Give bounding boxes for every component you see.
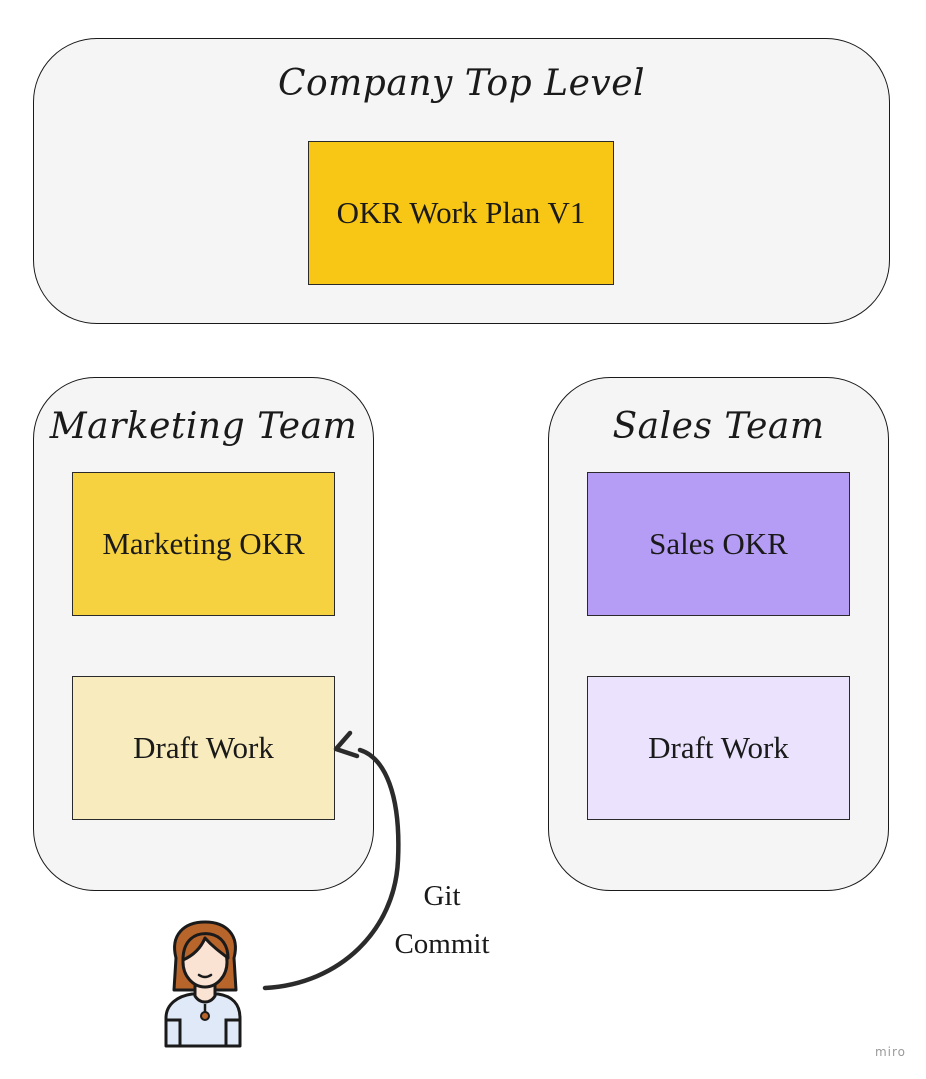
sales-okr-label: Sales OKR	[649, 526, 788, 561]
okr-work-plan-label: OKR Work Plan V1	[336, 195, 586, 230]
sales-frame-title: Sales Team	[612, 406, 825, 447]
connector-label: Git Commit	[372, 872, 512, 968]
okr-work-plan-sticky[interactable]: OKR Work Plan V1	[308, 141, 614, 285]
marketing-okr-sticky[interactable]: Marketing OKR	[72, 472, 335, 616]
brand-watermark: miro	[874, 1045, 906, 1059]
marketing-okr-label: Marketing OKR	[102, 526, 305, 561]
sales-draft-work-sticky[interactable]: Draft Work	[587, 676, 850, 820]
sales-team-frame[interactable]: Sales Team Sales OKR Draft Work	[548, 377, 889, 891]
sales-okr-sticky[interactable]: Sales OKR	[587, 472, 850, 616]
marketing-frame-title: Marketing Team	[49, 406, 358, 447]
company-top-level-frame[interactable]: Company Top Level OKR Work Plan V1	[33, 38, 890, 324]
marketing-team-frame[interactable]: Marketing Team Marketing OKR Draft Work	[33, 377, 374, 891]
connector-arrowhead	[333, 730, 360, 759]
marketing-draft-work-label: Draft Work	[133, 730, 274, 765]
connector-label-line2: Commit	[394, 928, 490, 960]
connector-label-line1: Git	[423, 880, 461, 912]
connector-line	[262, 747, 401, 991]
marketing-draft-work-sticky[interactable]: Draft Work	[72, 676, 335, 820]
sales-draft-work-label: Draft Work	[648, 730, 789, 765]
company-frame-title: Company Top Level	[277, 63, 646, 104]
